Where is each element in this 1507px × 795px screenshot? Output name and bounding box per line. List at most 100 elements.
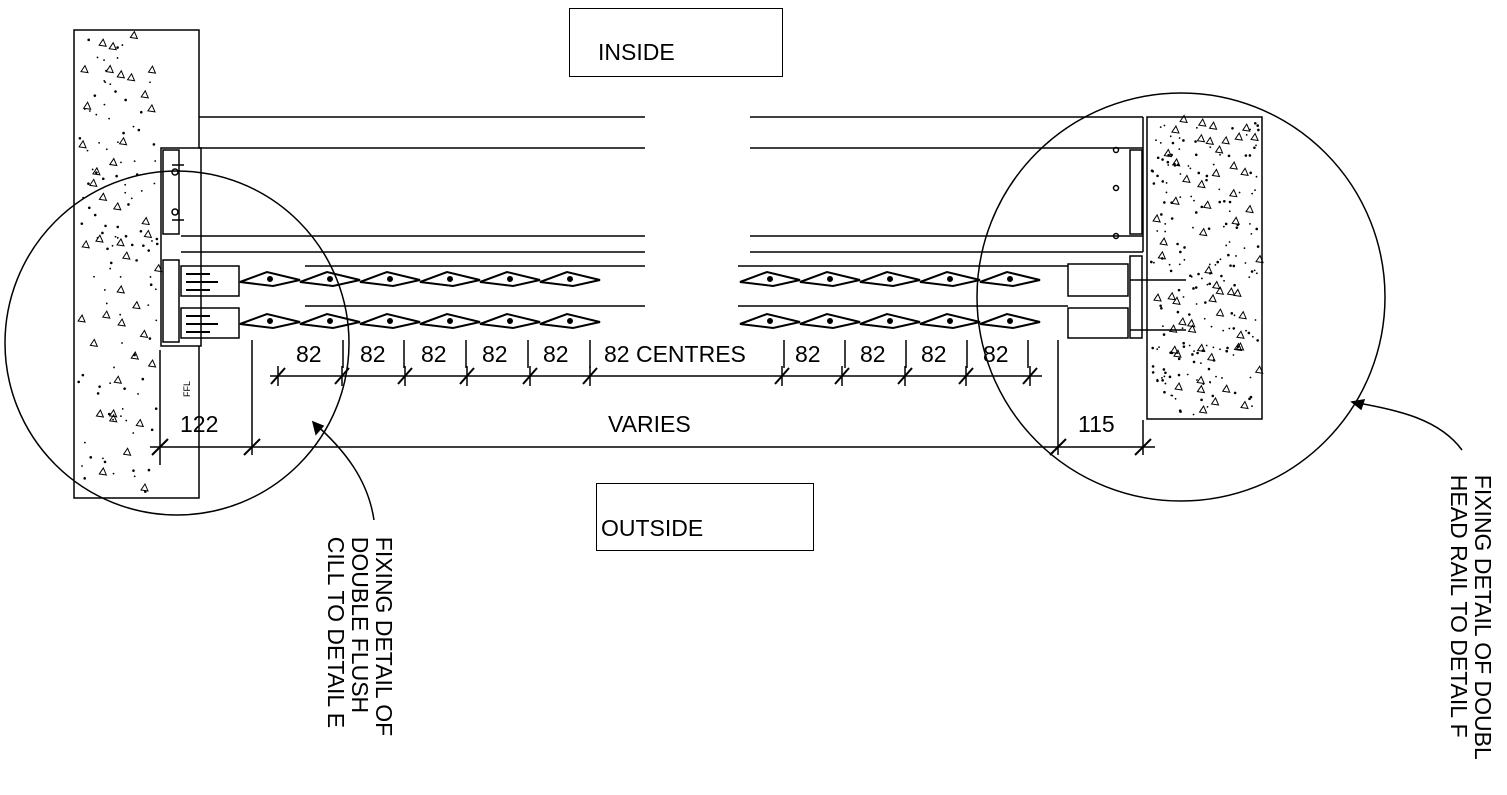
- aggregate-dot: [1189, 167, 1192, 170]
- aggregate-dot: [96, 392, 100, 395]
- aggregate-dot: [1194, 211, 1198, 214]
- aggregate-dot: [1164, 223, 1167, 225]
- aggregate-stone: [1171, 157, 1181, 167]
- slat-pin: [447, 276, 453, 282]
- aggregate-stone: [1235, 341, 1245, 351]
- aggregate-dot: [1228, 327, 1231, 330]
- sill-leader-arrow: [311, 420, 325, 436]
- aggregate-dot: [1223, 279, 1225, 282]
- aggregate-stone: [1211, 280, 1221, 290]
- aggregate-stone: [126, 72, 136, 82]
- slat: [359, 270, 421, 288]
- aggregate-dot: [1224, 222, 1228, 226]
- aggregate-stone: [129, 30, 139, 40]
- sill-leader-line: [312, 421, 375, 521]
- slat: [299, 270, 361, 288]
- aggregate-stone: [88, 178, 98, 188]
- aggregate-dot: [1164, 382, 1167, 385]
- aggregate-dot: [141, 377, 145, 381]
- aggregate-dot: [1161, 325, 1164, 328]
- aggregate-dot: [1186, 373, 1189, 376]
- aggregate-dot: [87, 182, 90, 185]
- aggregate-dot: [1212, 346, 1215, 349]
- aggregate-dot: [1163, 201, 1166, 204]
- aggregate-stone: [1208, 293, 1217, 303]
- aggregate-dot: [1233, 314, 1236, 317]
- aggregate-stone: [1182, 174, 1191, 184]
- aggregate-dot: [1232, 327, 1236, 330]
- aggregate-dot: [124, 191, 127, 194]
- aggregate-dot: [109, 382, 112, 384]
- aggregate-dot: [1156, 230, 1159, 232]
- aggregate-dot: [112, 418, 115, 421]
- aggregate-dot: [121, 407, 124, 410]
- centre-dim-7: 82: [795, 341, 821, 367]
- aggregate-dot: [1206, 405, 1209, 408]
- aggregate-dot: [1163, 124, 1166, 127]
- right-block-aggregate: [1150, 114, 1264, 416]
- aggregate-stone: [121, 251, 131, 260]
- slat-pin: [327, 276, 333, 282]
- aggregate-stone: [1215, 308, 1225, 317]
- aggregate-dot: [1181, 327, 1184, 330]
- aggregate-dot: [82, 196, 85, 199]
- aggregate-dot: [1233, 391, 1237, 395]
- aggregate-dot: [1253, 146, 1256, 150]
- aggregate-dot: [132, 469, 135, 472]
- centre-dim-6: 82 CENTRES: [604, 341, 746, 367]
- aggregate-dot: [1228, 241, 1231, 243]
- aggregate-dot: [1163, 390, 1166, 394]
- aggregate-dot: [1178, 263, 1181, 266]
- centre-dim-2: 82: [360, 341, 386, 367]
- aggregate-dot: [1209, 381, 1211, 383]
- aggregate-stone: [95, 234, 104, 243]
- span-dimension: VARIES: [608, 411, 691, 437]
- aggregate-dot: [1188, 313, 1191, 316]
- aggregate-dot: [1231, 126, 1234, 130]
- aggregate-dot: [1207, 367, 1211, 371]
- aggregate-stone: [112, 201, 122, 211]
- aggregate-dot: [1249, 171, 1252, 175]
- aggregate-dot: [105, 302, 108, 305]
- left-upper-roller-block: [180, 265, 240, 297]
- aggregate-dot: [1161, 180, 1165, 183]
- aggregate-dot: [1254, 189, 1256, 192]
- aggregate-dot: [135, 259, 138, 262]
- aggregate-stone: [89, 338, 99, 347]
- aggregate-dot: [1183, 246, 1186, 249]
- aggregate-dot: [1255, 227, 1259, 231]
- inside-label: INSIDE: [598, 39, 675, 65]
- aggregate-dot: [154, 288, 157, 291]
- aggregate-dot: [1225, 350, 1228, 352]
- aggregate-dot: [1222, 225, 1225, 228]
- slat: [419, 270, 481, 288]
- slat-pin: [447, 318, 453, 324]
- aggregate-dot: [1194, 153, 1198, 157]
- lower-slat-row: [239, 312, 1041, 330]
- aggregate-dot: [133, 475, 136, 478]
- aggregate-dot: [147, 304, 150, 307]
- aggregate-dot: [1192, 226, 1194, 229]
- aggregate-dot: [132, 125, 135, 128]
- aggregate-dot: [1178, 148, 1181, 151]
- aggregate-dot: [1235, 255, 1237, 257]
- aggregate-dot: [1205, 344, 1208, 347]
- aggregate-dot: [83, 441, 86, 444]
- slat-guide-lines: [305, 265, 1068, 307]
- slat-pin: [567, 318, 573, 324]
- aggregate-stone: [1214, 144, 1224, 154]
- aggregate-stone: [116, 284, 126, 294]
- slat: [799, 270, 861, 288]
- aggregate-dot: [1228, 210, 1231, 213]
- aggregate-dot: [1182, 296, 1185, 298]
- aggregate-dot: [1161, 379, 1164, 382]
- aggregate-dot: [1167, 153, 1170, 157]
- aggregate-dot: [1207, 227, 1211, 230]
- aggregate-dot: [1176, 310, 1180, 314]
- slat: [919, 312, 981, 330]
- aggregate-dot: [1208, 271, 1212, 275]
- aggregate-dot: [122, 131, 125, 135]
- aggregate-dot: [1164, 371, 1167, 375]
- aggregate-dot: [114, 90, 117, 93]
- aggregate-dot: [1165, 191, 1168, 194]
